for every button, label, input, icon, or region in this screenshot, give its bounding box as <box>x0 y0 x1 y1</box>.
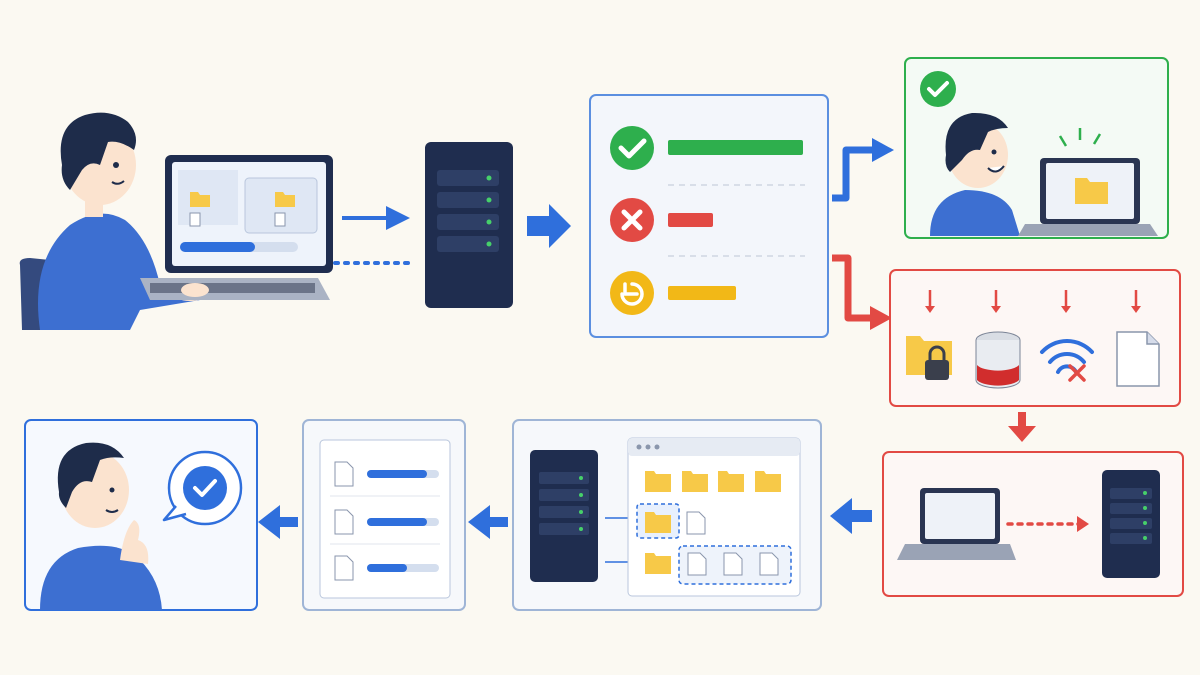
file-icon <box>723 552 743 576</box>
file-icon <box>334 555 354 581</box>
person-body <box>38 213 200 330</box>
confirm-check-icon <box>183 466 227 510</box>
file-list-panel <box>302 419 466 611</box>
folder-icon <box>718 471 744 492</box>
file-icon <box>334 461 354 487</box>
success-panel <box>904 57 1169 239</box>
server-icon <box>530 450 598 582</box>
server-icon <box>425 142 513 308</box>
to-filelist-arrow <box>468 505 508 539</box>
folder-lock-icon <box>906 336 952 380</box>
file-icon <box>334 509 354 535</box>
error-bar <box>668 213 713 227</box>
folder-icon <box>275 192 295 207</box>
to-browse-arrow <box>830 498 872 534</box>
file-icon <box>686 511 706 535</box>
folder-icon <box>645 553 671 574</box>
user-upload-panel <box>19 112 333 330</box>
success-branch-arrow <box>832 146 874 202</box>
folder-icon <box>682 471 708 492</box>
folder-icon <box>755 471 781 492</box>
upload-progress-fill <box>180 242 255 252</box>
to-confirm-arrow <box>258 505 298 539</box>
user-confirm-panel <box>24 419 258 611</box>
server-browse-panel <box>512 419 822 611</box>
success-check-icon <box>920 71 956 107</box>
file-icon <box>759 552 779 576</box>
file-icon <box>274 212 286 227</box>
folder-icon <box>645 471 671 492</box>
server-icon <box>1102 470 1160 578</box>
file-icon <box>687 552 707 576</box>
person-hair <box>60 112 136 190</box>
confirm-speech-bubble <box>162 450 243 526</box>
retry-panel <box>882 451 1184 597</box>
failure-causes-panel <box>889 269 1181 407</box>
folder-icon <box>190 192 210 207</box>
to-retry-arrow <box>1008 412 1036 442</box>
failure-branch-arrow <box>832 254 872 322</box>
wifi-off-icon <box>1040 339 1094 382</box>
blank-file-icon <box>1116 331 1160 387</box>
success-bar <box>668 140 803 155</box>
result-panel <box>589 94 829 338</box>
success-icon <box>610 126 654 170</box>
pending-bar <box>668 286 736 300</box>
storage-full-icon <box>975 331 1021 389</box>
folder-icon <box>645 512 671 533</box>
file-icon <box>189 212 201 227</box>
to-results-arrow <box>527 204 571 248</box>
folder-icon <box>1075 178 1108 204</box>
